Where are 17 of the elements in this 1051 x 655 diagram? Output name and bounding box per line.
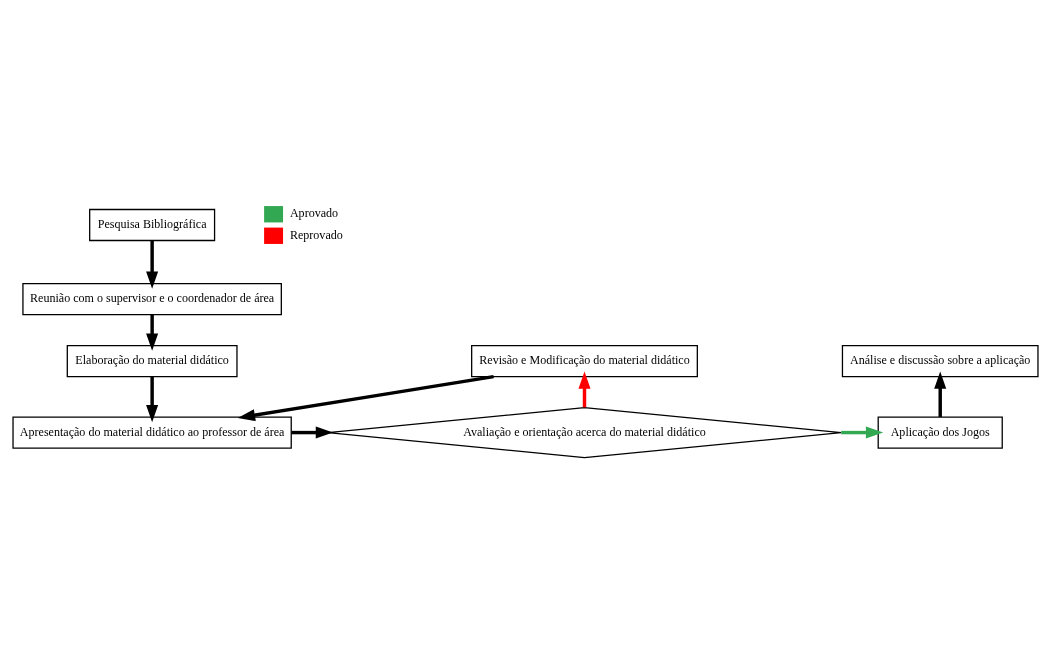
node-box: Aplicação dos Jogos: [877, 416, 1003, 449]
arrow: [841, 426, 884, 439]
node-box: Apresentação do material didático ao professor de área: [12, 416, 292, 449]
node-box: Pesquisa Bibliográfica: [89, 208, 216, 242]
node-box: Revisão e Modificação do material didático: [471, 344, 698, 378]
arrow: [146, 376, 159, 423]
node-box: Análise e discussão sobre a aplicação: [841, 344, 1039, 378]
arrow: [237, 374, 494, 422]
node-box: Elaboração do material didático: [66, 344, 238, 378]
arrow: [578, 371, 591, 408]
legend-label: Reprovado: [289, 227, 343, 242]
node-box: Reunião com o supervisor e o coordenador de área: [22, 282, 282, 316]
arrow: [291, 426, 334, 439]
arrow: [146, 314, 159, 351]
arrow: [934, 371, 947, 417]
arrow: [146, 240, 159, 289]
legend-label: Aprovado: [289, 206, 339, 221]
